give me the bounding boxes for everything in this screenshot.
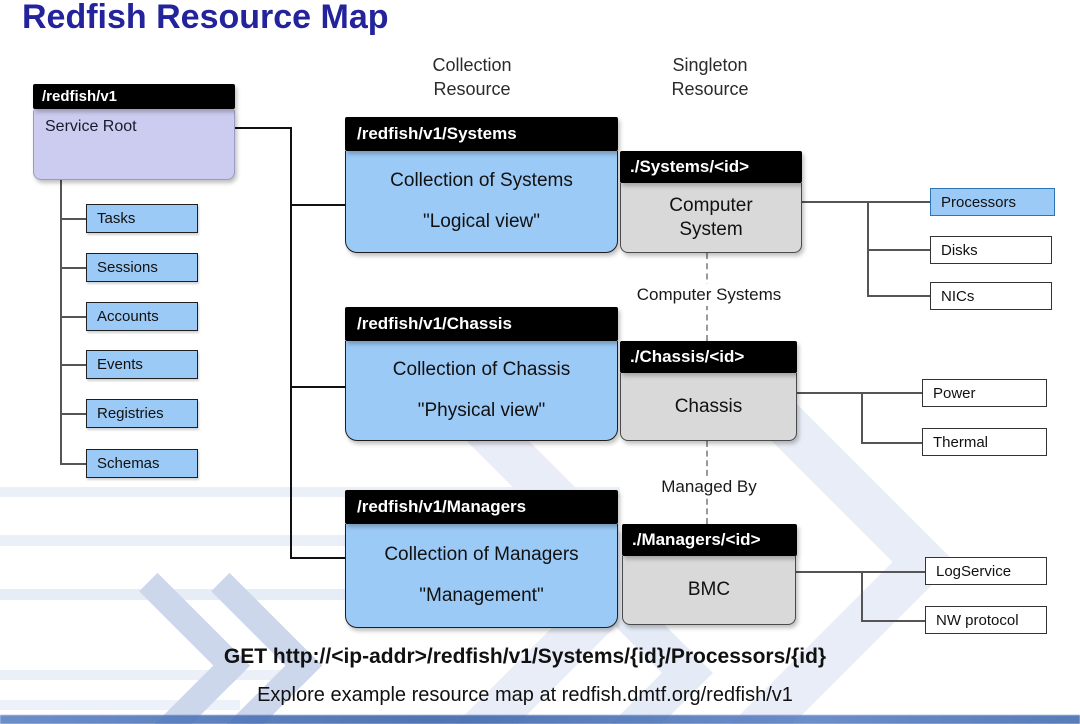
page-title: Redfish Resource Map	[22, 0, 389, 36]
computer-system-box: Computer System	[620, 183, 802, 253]
connector-line	[60, 218, 86, 220]
node-disks: Disks	[930, 236, 1052, 264]
chassis-collection-box: Collection of Chassis "Physical view"	[345, 341, 618, 441]
node-sessions: Sessions	[86, 253, 198, 282]
node-power: Power	[922, 379, 1047, 407]
connector-line	[235, 127, 292, 129]
bottom-accent-bar	[0, 715, 1080, 724]
node-registries: Registries	[86, 399, 198, 428]
background-stripe	[0, 535, 560, 546]
connector-line	[800, 201, 930, 203]
chassis-box: Chassis	[620, 373, 797, 441]
connector-line	[861, 571, 863, 621]
chassis-path-header: ./Chassis/<id>	[620, 341, 797, 373]
node-schemas: Schemas	[86, 449, 198, 478]
connector-line	[796, 392, 922, 394]
bmc-label: BMC	[687, 579, 731, 601]
node-nics: NICs	[930, 282, 1052, 310]
node-processors: Processors	[930, 188, 1055, 216]
service-root-box: Service Root	[33, 109, 235, 180]
bmc-box: BMC	[622, 556, 796, 625]
connector-line	[60, 463, 86, 465]
explore-note: Explore example resource map at redfish.…	[257, 684, 793, 706]
chassis-collection-line1: Collection of Chassis	[392, 359, 571, 381]
connector-line	[867, 201, 869, 296]
get-url-example: GET http://<ip-addr>/redfish/v1/Systems/…	[223, 645, 827, 668]
link-label-managed-by: Managed By	[637, 476, 781, 498]
connector-line	[861, 442, 922, 444]
connector-line	[60, 267, 86, 269]
connector-line	[60, 316, 86, 318]
connector-line	[867, 249, 930, 251]
background-stripe	[0, 700, 240, 710]
link-label-computer-systems: Computer Systems	[617, 284, 801, 306]
node-events: Events	[86, 350, 198, 379]
singleton-resource-label: Singleton Resource	[671, 55, 749, 100]
managers-collection-box: Collection of Managers "Management"	[345, 524, 618, 628]
systems-collection-box: Collection of Systems "Logical view"	[345, 151, 618, 253]
computer-system-label: Computer System	[669, 194, 753, 240]
collection-resource-label: Collection Resource	[432, 55, 512, 100]
connector-line	[861, 392, 863, 443]
node-accounts: Accounts	[86, 302, 198, 331]
managers-collection-line1: Collection of Managers	[384, 543, 579, 565]
node-logservice: LogService	[925, 557, 1047, 585]
node-tasks: Tasks	[86, 204, 198, 233]
connector-line	[292, 204, 345, 206]
connector-line	[60, 364, 86, 366]
connector-line	[290, 127, 292, 559]
background-stripe	[0, 589, 620, 600]
managers-collection-line2: "Management"	[419, 585, 544, 607]
systems-collection-line2: "Logical view"	[423, 211, 540, 232]
connector-line	[292, 557, 345, 559]
service-root-path-header: /redfish/v1	[33, 84, 235, 109]
connector-line	[796, 571, 925, 573]
node-nw-protocol: NW protocol	[925, 606, 1047, 634]
managers-collection-path-header: /redfish/v1/Managers	[345, 490, 618, 524]
chassis-collection-line2: "Physical view"	[417, 399, 546, 421]
connector-line	[861, 620, 925, 622]
background-stripe	[0, 670, 300, 680]
chassis-label: Chassis	[674, 395, 743, 417]
computer-system-path-header: ./Systems/<id>	[620, 151, 802, 183]
systems-collection-path-header: /redfish/v1/Systems	[345, 117, 618, 151]
connector-line	[292, 386, 345, 388]
connector-line	[60, 180, 62, 464]
bmc-path-header: ./Managers/<id>	[622, 524, 797, 556]
chassis-collection-path-header: /redfish/v1/Chassis	[345, 307, 618, 341]
connector-line	[867, 295, 930, 297]
background-stripe	[0, 487, 620, 497]
node-thermal: Thermal	[922, 428, 1047, 456]
systems-collection-line1: Collection of Systems	[390, 170, 573, 191]
connector-line	[60, 413, 86, 415]
